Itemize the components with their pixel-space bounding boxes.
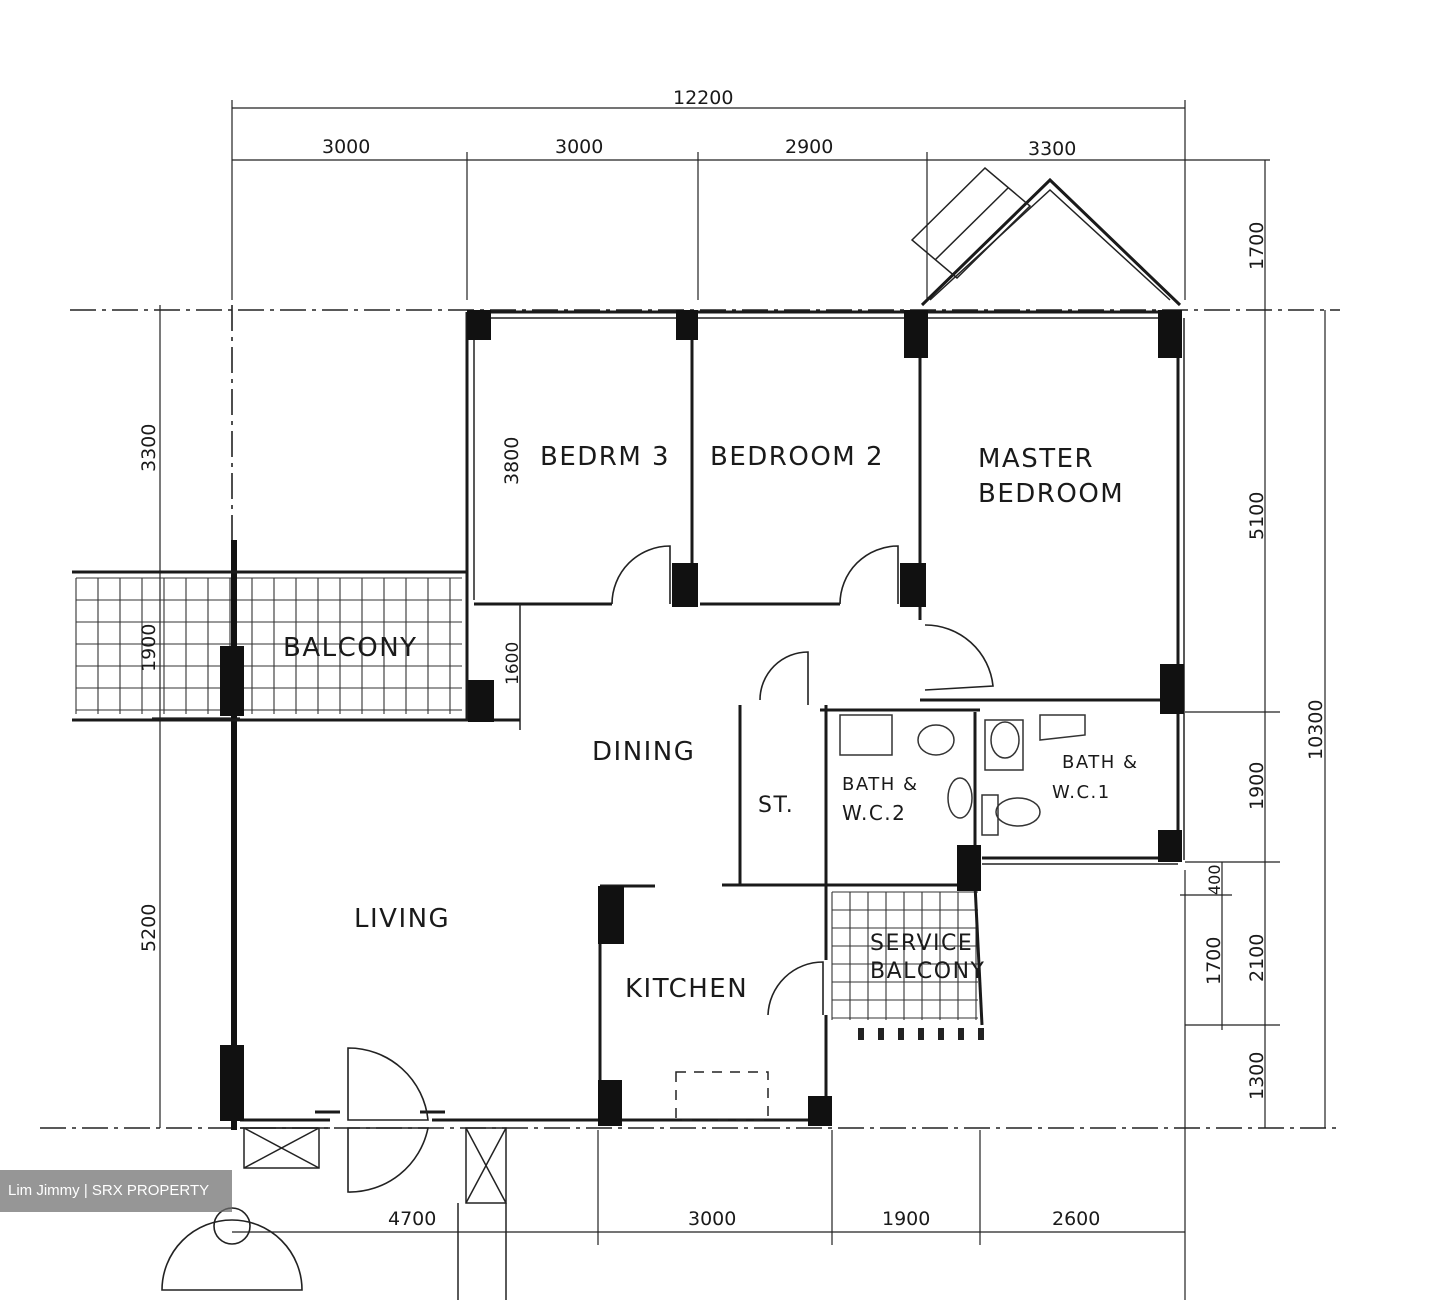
label-bath2-1: BATH & [842, 774, 919, 795]
label-dining: DINING [592, 737, 695, 767]
railing-posts [858, 1028, 984, 1040]
label-bath2-2: W.C.2 [842, 801, 906, 825]
bay-window [910, 166, 1182, 307]
watermark: Lim Jimmy | SRX PROPERTY [0, 1170, 232, 1212]
label-store: ST. [758, 793, 794, 818]
dim-right-small-1: 400 [1205, 864, 1224, 895]
dim-right-total: 10300 [1305, 700, 1327, 760]
label-balcony: BALCONY [283, 633, 418, 663]
dim-top-4: 3300 [1028, 138, 1076, 160]
dim-bottom-3: 1900 [882, 1208, 930, 1230]
utility-boxes [243, 1071, 769, 1300]
dim-bottom-4: 2600 [1052, 1208, 1100, 1230]
service-balcony-grid [831, 891, 978, 1020]
dim-top-3: 2900 [785, 136, 833, 158]
label-bath1-1: BATH & [1062, 752, 1139, 773]
dim-inner-1: 3800 [501, 437, 523, 485]
bath-fixtures [839, 714, 1086, 836]
label-bedroom2: BEDROOM 2 [710, 442, 884, 472]
dim-top-1: 3000 [322, 136, 370, 158]
dim-right-5: 1300 [1246, 1052, 1268, 1100]
doors [161, 545, 994, 1291]
dim-bottom-1: 4700 [388, 1208, 436, 1230]
dim-left-1: 3300 [138, 424, 160, 472]
dim-top-2: 3000 [555, 136, 603, 158]
label-service-1: SERVICE [870, 931, 973, 956]
label-service-2: BALCONY [870, 959, 985, 984]
columns [220, 310, 1184, 1126]
dim-left-2: 1900 [138, 624, 160, 672]
dim-left-3: 5200 [138, 904, 160, 952]
label-master-2: BEDROOM [978, 479, 1124, 509]
dimension-labels: 12200 3000 3000 2900 3300 4700 3000 1900… [138, 87, 1327, 1230]
dim-right-2: 5100 [1246, 492, 1268, 540]
dim-top-total: 12200 [673, 87, 733, 109]
dim-bottom-2: 3000 [688, 1208, 736, 1230]
label-bedroom3: BEDRM 3 [540, 442, 670, 472]
walls [72, 310, 1185, 1130]
dim-right-4: 2100 [1246, 934, 1268, 982]
dim-inner-2: 1600 [503, 642, 523, 685]
label-master-1: MASTER [978, 444, 1094, 474]
dim-right-small-2: 1700 [1203, 937, 1225, 985]
dim-right-3: 1900 [1246, 762, 1268, 810]
room-labels: BEDRM 3 BEDROOM 2 MASTER BEDROOM BALCONY… [283, 442, 1139, 1004]
label-kitchen: KITCHEN [625, 974, 748, 1004]
label-bath1-2: W.C.1 [1052, 782, 1111, 803]
label-living: LIVING [354, 904, 450, 934]
dim-right-1: 1700 [1246, 222, 1268, 270]
balcony-grid [75, 577, 462, 714]
